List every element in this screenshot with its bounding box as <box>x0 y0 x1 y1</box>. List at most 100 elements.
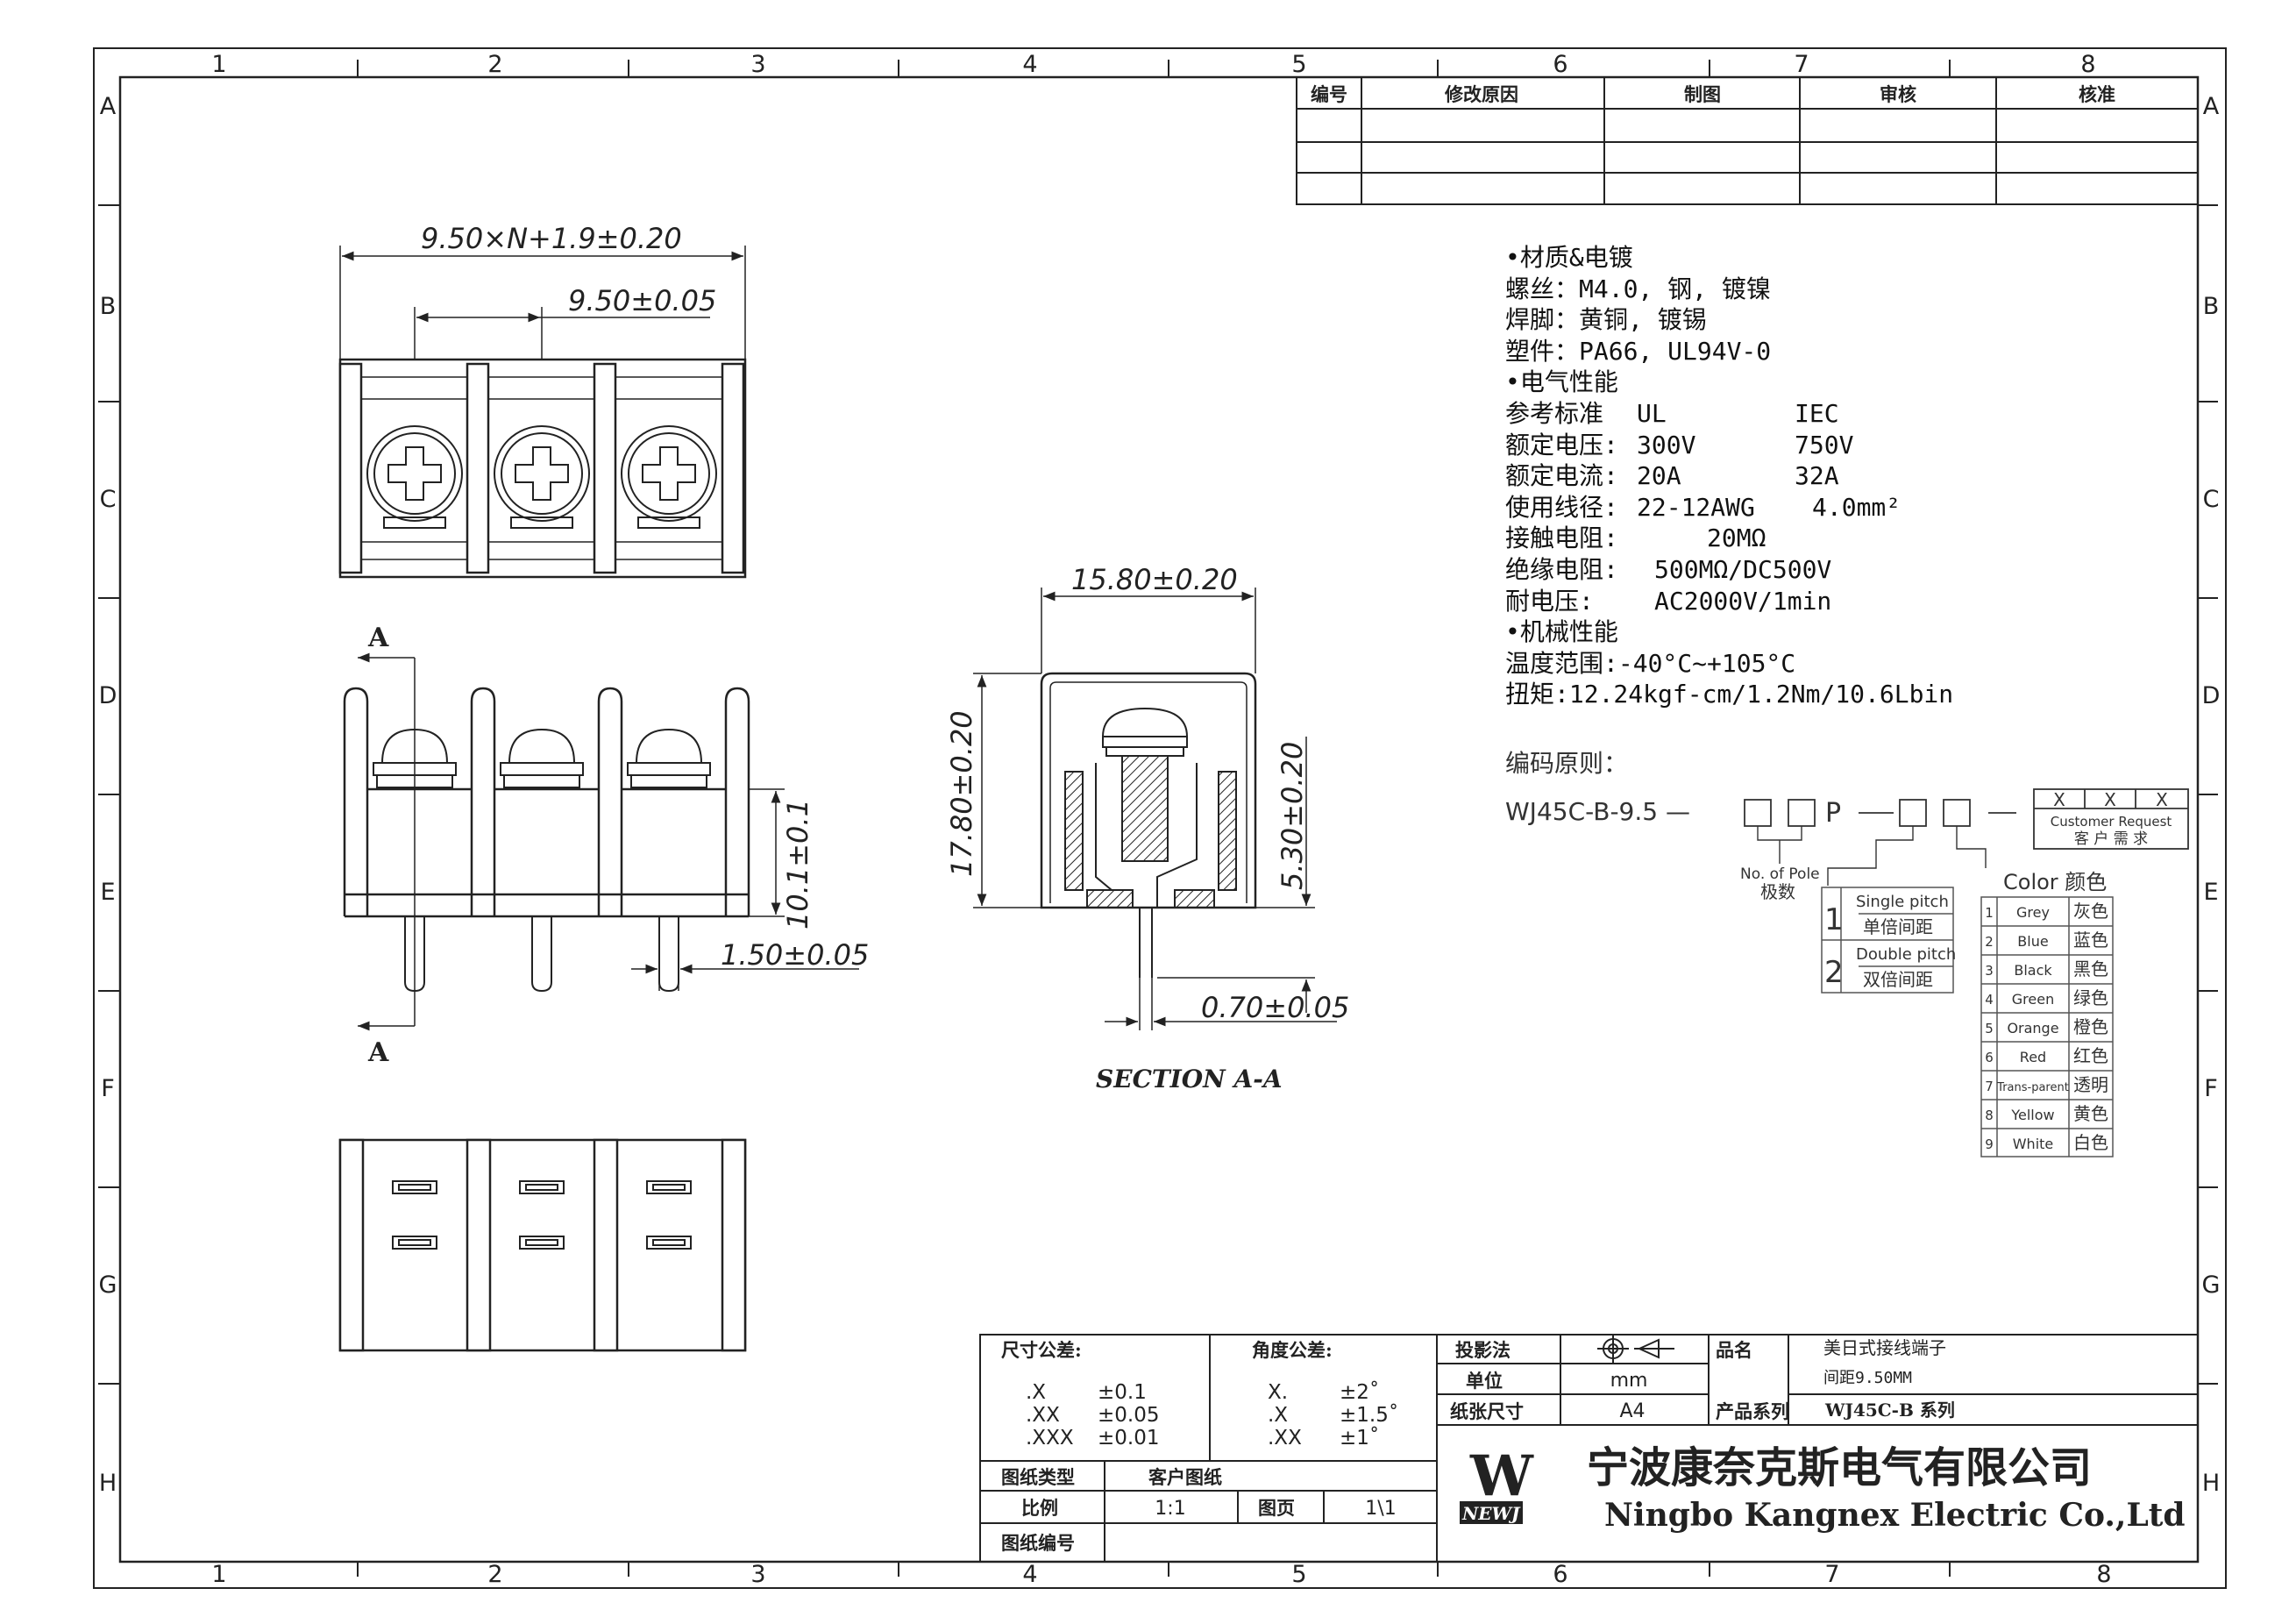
spec-label: 额定电压: <box>1505 430 1618 459</box>
grid-row-label: C <box>100 486 117 513</box>
revision-header-reason: 修改原因 <box>1444 84 1518 105</box>
spec-value-iec: IEC <box>1795 398 1839 428</box>
color-num: 9 <box>1985 1136 1994 1152</box>
company-name-cn: 宁波康奈克斯电气有限公司 <box>1587 1443 2092 1492</box>
color-table <box>1980 896 2114 1157</box>
dim-pin-height: 10.1±0.1 <box>781 799 814 930</box>
grid-row-label: G <box>99 1271 117 1299</box>
section-marker-bottom: A <box>367 1037 389 1068</box>
grid-ticks <box>98 60 2218 1577</box>
paper-value: A4 <box>1619 1400 1645 1422</box>
spec-row: 扭矩:12.24kgf-cm/1.2Nm/10.6Lbin <box>1505 679 2075 710</box>
grid-row-label: C <box>2203 486 2220 513</box>
color-num: 5 <box>1985 1021 1994 1036</box>
series-label: 产品系列 <box>1716 1400 1789 1422</box>
color-num: 1 <box>1985 905 1994 921</box>
revision-header-no: 编号 <box>1311 84 1347 105</box>
grid-row-label: E <box>100 879 115 906</box>
section-marker-top: A <box>367 623 389 653</box>
ang-tol-value: ±1˚ <box>1340 1426 1379 1449</box>
dim-tol-label: 尺寸公差: <box>1001 1339 1082 1361</box>
customer-x: X <box>2156 789 2168 810</box>
dim-section-pin-thickness: 0.70±0.05 <box>1201 991 1349 1024</box>
color-name-en: Orange <box>2007 1020 2058 1036</box>
scale-value: 1:1 <box>1155 1498 1185 1520</box>
dim-overall-width: 9.50×N+1.9±0.20 <box>421 222 682 255</box>
grid-row-label: F <box>101 1075 115 1102</box>
customer-x: X <box>2104 789 2116 810</box>
ang-tol-label: 角度公差: <box>1252 1339 1333 1361</box>
revision-headers: 编号 修改原因 制图 审核 核准 <box>1311 84 2115 105</box>
no-of-pole-en: No. of Pole <box>1740 865 1820 883</box>
grid-row-label: B <box>100 293 117 320</box>
top-view <box>338 358 747 579</box>
spec-label: 接触电阻: <box>1505 524 1618 553</box>
title-block-lines <box>979 1334 2199 1563</box>
spec-row: •电气性能 <box>1505 367 2075 398</box>
pitch-en: Double pitch <box>1856 945 1956 964</box>
unit-value: mm <box>1610 1370 1648 1392</box>
front-view-dimensions <box>358 652 859 1031</box>
scale-label: 比例 <box>1021 1497 1058 1519</box>
pitch-options: 1 Single pitch 单倍间距 2 Double pitch 双倍间距 <box>1824 893 1956 990</box>
section-label: SECTION A-A <box>1096 1065 1283 1093</box>
spec-row: 焊脚：黄铜, 镀锡 <box>1505 304 2075 336</box>
grid-row-label: D <box>99 682 117 709</box>
section-dimensions <box>973 588 1337 1030</box>
color-name-cn: 橙色 <box>2073 1016 2108 1037</box>
no-of-pole-cn: 极数 <box>1760 881 1795 902</box>
spec-value-iec: 32A <box>1795 461 1839 491</box>
grid-row-label: B <box>2203 293 2220 320</box>
pitch-cn: 双倍间距 <box>1863 969 1933 990</box>
grid-labels: 1 2 3 4 5 6 7 8 1 2 3 4 5 6 7 8 A B C D … <box>99 51 2221 1588</box>
projection-symbol-icon <box>1597 1335 1674 1363</box>
spec-label: 额定电流: <box>1505 461 1618 491</box>
color-title: Color 颜色 <box>2003 870 2107 894</box>
grid-row-label: A <box>2203 93 2220 120</box>
spec-label: 参考标准 <box>1505 398 1604 428</box>
revision-table <box>1296 76 2199 205</box>
ang-tol-key: .X <box>1268 1404 1288 1427</box>
spec-value: 20A <box>1637 461 1681 491</box>
grid-col-label: 7 <box>1794 51 1809 78</box>
color-name-en: White <box>2013 1136 2054 1152</box>
dim-pitch: 9.50±0.05 <box>568 284 716 317</box>
customer-request: X X X Customer Request 客 户 需 求 <box>2051 789 2172 848</box>
grid-row-label: H <box>99 1470 117 1497</box>
spec-value: 20MΩ <box>1707 524 1766 553</box>
spec-label: 使用线径: <box>1505 492 1618 522</box>
grid-col-label: 6 <box>1553 51 1567 78</box>
top-view-dimensions <box>339 246 746 360</box>
name-value-2: 间距9.50MM <box>1823 1369 1912 1387</box>
color-name-cn: 蓝色 <box>2073 930 2108 951</box>
coding-title: 编码原则： <box>1505 749 1628 778</box>
color-name-en: Green <box>2012 991 2054 1008</box>
spec-value-iec: 4.0mm² <box>1812 492 1901 522</box>
color-name-cn: 透明 <box>2073 1074 2108 1095</box>
spec-row: 使用线径: 22-12AWG 4.0mm² <box>1505 492 2075 524</box>
color-name-en: Red <box>2020 1049 2046 1065</box>
customer-request-cn: 客 户 需 求 <box>2074 830 2148 848</box>
spec-value: UL <box>1637 398 1667 428</box>
spec-value: 22-12AWG <box>1637 492 1755 522</box>
grid-col-label: 3 <box>750 1561 765 1588</box>
code-p-letter: P <box>1825 798 1841 829</box>
drawing-no-label: 图纸编号 <box>1001 1532 1075 1554</box>
grid-col-label: 7 <box>1824 1561 1839 1588</box>
spec-row: 温度范围:-40°C~+105°C <box>1505 648 2075 680</box>
spec-row: 参考标准 UL IEC <box>1505 398 2075 430</box>
grid-col-label: 5 <box>1291 1561 1306 1588</box>
dim-section-pin: 5.30±0.20 <box>1276 742 1309 890</box>
grid-row-label: A <box>100 93 117 120</box>
grid-col-label: 2 <box>487 51 502 78</box>
dim-section-height: 17.80±0.20 <box>945 710 978 877</box>
spec-row: 塑件：PA66, UL94V-0 <box>1505 336 2075 367</box>
bottom-view <box>338 1138 747 1352</box>
grid-col-label: 4 <box>1022 51 1037 78</box>
dim-tol-value: ±0.05 <box>1098 1404 1159 1427</box>
color-name-cn: 绿色 <box>2073 987 2108 1008</box>
front-view <box>343 687 750 993</box>
spec-label: 焊脚：黄铜, 镀锡 <box>1505 305 1707 335</box>
